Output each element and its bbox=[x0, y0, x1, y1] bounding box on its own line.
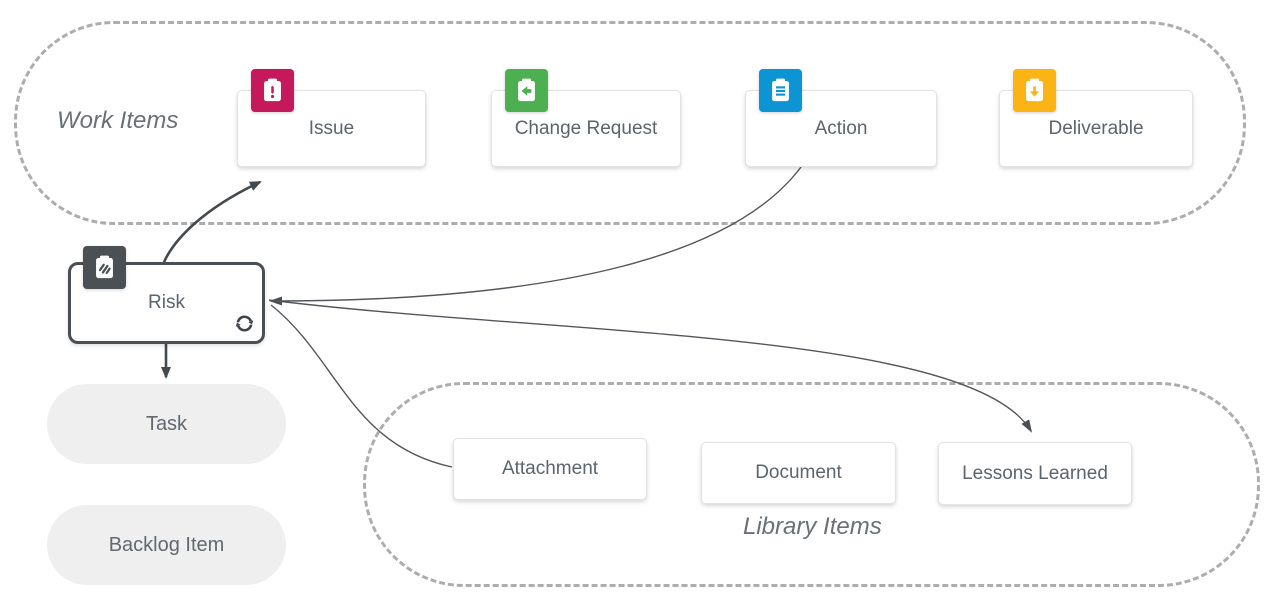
library-items-label: Library Items bbox=[743, 513, 882, 540]
node-action-label: Action bbox=[814, 117, 868, 139]
node-change-request[interactable]: Change Request bbox=[491, 69, 681, 167]
sync-icon bbox=[235, 315, 254, 332]
node-risk-label: Risk bbox=[148, 292, 185, 313]
node-attachment-label: Attachment bbox=[501, 458, 599, 479]
node-document-label: Document bbox=[755, 462, 842, 483]
clipboard-exclamation-icon bbox=[251, 69, 294, 112]
node-task-label: Task bbox=[145, 412, 188, 435]
clipboard-list-icon bbox=[759, 69, 802, 112]
node-issue[interactable]: Issue bbox=[237, 69, 426, 167]
node-action[interactable]: Action bbox=[745, 69, 937, 167]
node-lessons-learned[interactable]: Lessons Learned bbox=[938, 442, 1132, 505]
node-issue-label: Issue bbox=[308, 117, 355, 139]
clipboard-arrow-down-icon bbox=[1013, 69, 1056, 112]
node-change-request-label: Change Request bbox=[514, 117, 658, 139]
node-attachment[interactable]: Attachment bbox=[453, 438, 647, 500]
node-deliverable[interactable]: Deliverable bbox=[999, 69, 1193, 167]
node-backlog-item[interactable]: Backlog Item bbox=[47, 505, 286, 585]
node-task[interactable]: Task bbox=[47, 384, 286, 464]
node-lessons-learned-label: Lessons Learned bbox=[962, 462, 1108, 484]
node-backlog-item-label: Backlog Item bbox=[108, 533, 225, 556]
node-deliverable-label: Deliverable bbox=[1048, 117, 1144, 139]
node-risk[interactable]: Risk bbox=[68, 246, 265, 344]
clipboard-hatch-icon bbox=[83, 246, 126, 289]
work-items-label: Work Items bbox=[57, 107, 179, 134]
node-document[interactable]: Document bbox=[701, 442, 896, 504]
clipboard-arrow-left-icon bbox=[505, 69, 548, 112]
